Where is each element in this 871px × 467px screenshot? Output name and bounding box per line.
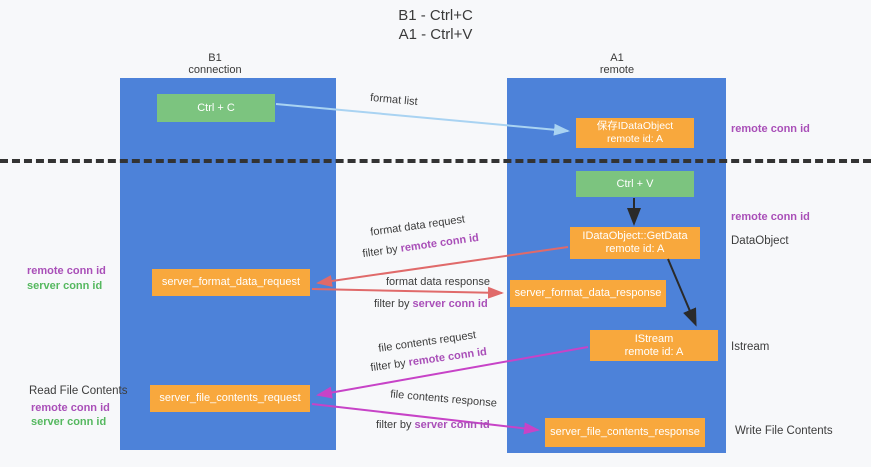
server-conn-id-text: server conn id (414, 419, 490, 431)
format-data-response-label: format data response (386, 276, 490, 288)
getdata-line1: IDataObject::GetData (582, 230, 688, 242)
right-column-header: A1 remote (562, 52, 672, 76)
right-column-role: remote (599, 64, 635, 76)
ctrl-c-box: Ctrl + C (157, 94, 275, 122)
left-column-header: B1 connection (160, 52, 270, 76)
filter-by-server-conn-id-label-1: filter by server conn id (374, 298, 488, 310)
dataobject-label: DataObject (731, 235, 789, 247)
server-conn-id-left-bottom: server conn id (31, 416, 107, 428)
istream-box: IStream remote id: A (590, 330, 718, 361)
save-dataobject-line1: 保存IDataObject (596, 120, 674, 132)
left-column-role: connection (188, 64, 242, 76)
remote-conn-id-left-mid: remote conn id (27, 265, 106, 277)
ctrl-c-label: Ctrl + C (197, 101, 235, 114)
getdata-line2: remote id: A (605, 243, 665, 255)
ctrl-v-label: Ctrl + V (616, 177, 654, 190)
right-column-name: A1 (610, 52, 624, 64)
save-dataobject-line2: remote id: A (606, 133, 664, 145)
read-file-contents-label: Read File Contents (29, 385, 128, 397)
format-data-response-arrow (311, 286, 504, 299)
format-list-label: format list (369, 91, 419, 109)
server-file-contents-response-box: server_file_contents_response (545, 418, 705, 447)
remote-conn-id-text: remote conn id (399, 231, 480, 255)
server-format-data-response-label: server_format_data_response (514, 287, 662, 299)
remote-conn-id-right-mid: remote conn id (731, 211, 810, 223)
istream-side-label: Istream (731, 341, 770, 353)
server-file-contents-response-label: server_file_contents_response (550, 426, 700, 438)
getdata-box: IDataObject::GetData remote id: A (570, 227, 700, 259)
file-contents-response-label: file contents response (389, 388, 498, 410)
filter-by-text: filter by (374, 298, 413, 310)
remote-conn-id-right-top: remote conn id (731, 123, 810, 135)
dashed-separator-line (0, 159, 871, 163)
remote-conn-id-text: remote conn id (407, 345, 488, 369)
filter-by-text: filter by (361, 242, 402, 261)
title-line-1: B1 - Ctrl+C (398, 7, 473, 24)
ctrl-v-box: Ctrl + V (576, 171, 694, 197)
filter-by-text: filter by (376, 419, 415, 431)
server-file-contents-request-box: server_file_contents_request (150, 385, 310, 412)
istream-line1: IStream (634, 332, 674, 345)
diagram-title: B1 - Ctrl+C A1 - Ctrl+V (0, 6, 871, 44)
title-line-2: A1 - Ctrl+V (398, 26, 473, 43)
left-column-name: B1 (208, 52, 222, 64)
istream-line2: remote id: A (624, 345, 684, 358)
server-format-data-request-label: server_format_data_request (161, 276, 301, 288)
remote-conn-id-left-bottom: remote conn id (31, 402, 110, 414)
filter-by-text: filter by (369, 356, 410, 375)
server-format-data-response-box: server_format_data_response (510, 280, 666, 307)
save-dataobject-box: 保存IDataObject remote id: A (576, 118, 694, 148)
filter-by-server-conn-id-label-2: filter by server conn id (376, 419, 490, 431)
server-conn-id-left-mid: server conn id (27, 280, 103, 292)
write-file-contents-label: Write File Contents (735, 425, 833, 437)
server-file-contents-request-label: server_file_contents_request (159, 392, 301, 404)
server-format-data-request-box: server_format_data_request (152, 269, 310, 296)
server-conn-id-text: server conn id (412, 298, 488, 310)
